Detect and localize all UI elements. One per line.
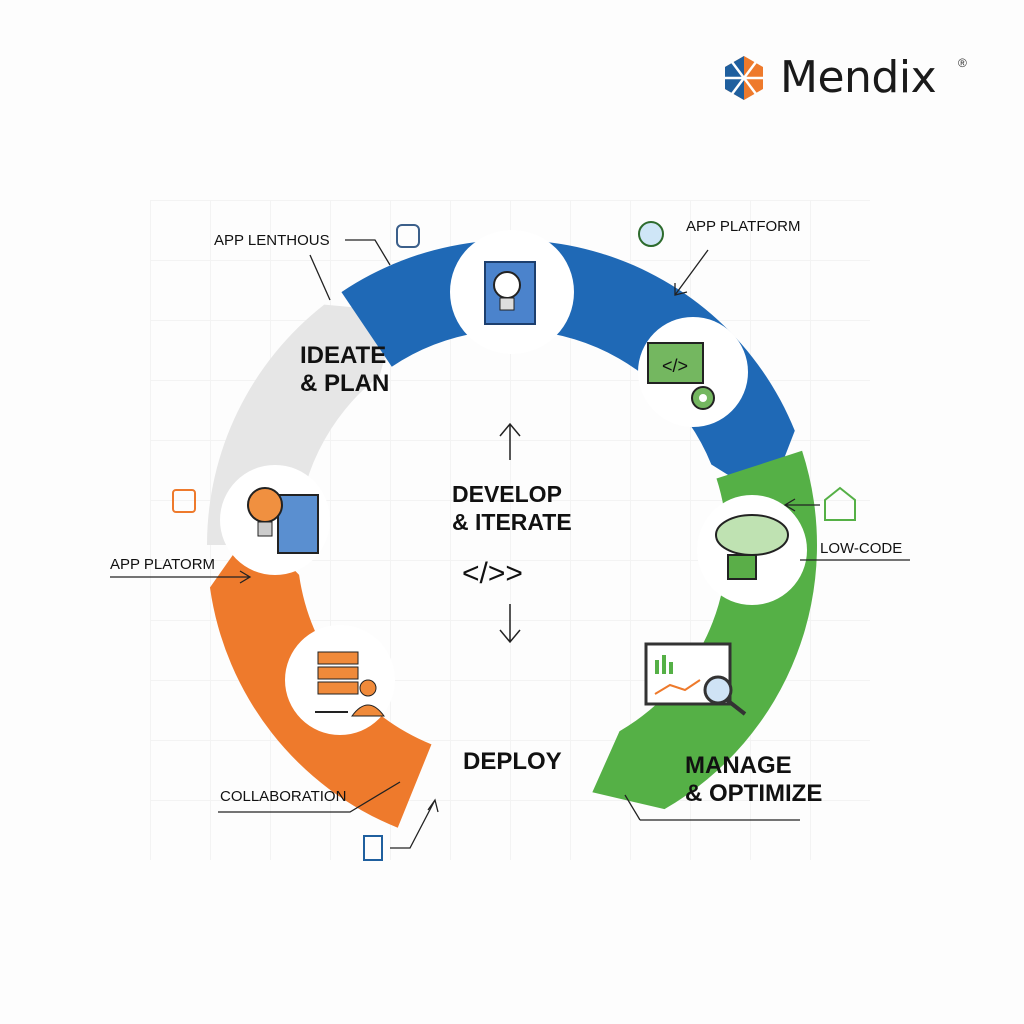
code-symbol: </>> xyxy=(462,557,523,590)
stage-deploy: DEPLOY xyxy=(463,748,562,775)
mendix-logo-icon xyxy=(725,55,763,100)
callout-collaboration: COLLABORATION xyxy=(220,788,347,805)
callout-low-code: LOW-CODE xyxy=(820,540,903,557)
analytics-dashboard-icon xyxy=(644,642,747,716)
callout-app-platform: APP PLATFORM xyxy=(686,218,801,235)
chip-icon xyxy=(172,489,196,513)
lightbulb-blueprint-icon xyxy=(484,261,536,325)
globe-icon xyxy=(638,221,664,247)
callout-app-platorm: APP PLATORM xyxy=(110,556,216,573)
server-collaboration-icon xyxy=(315,651,385,717)
brand-name: Mendix xyxy=(780,52,937,103)
document-icon xyxy=(363,835,383,861)
callout-lines xyxy=(110,239,910,849)
lightbulb-idea-icon xyxy=(247,487,319,554)
stage-develop-iterate: DEVELOP & ITERATE xyxy=(452,481,572,535)
down-arrow-icon xyxy=(499,604,521,644)
stage-manage-optimize: MANAGE & OPTIMIZE xyxy=(685,752,823,807)
cloud-lock-icon xyxy=(715,514,789,580)
stage-ideate-plan: IDEATE & PLAN xyxy=(300,342,390,397)
up-arrow-icon xyxy=(499,422,521,460)
home-icon xyxy=(824,486,856,521)
plus-badge-icon xyxy=(396,224,420,248)
mendix-logo: Mendix xyxy=(720,52,937,103)
code-window-gears-icon: </> xyxy=(647,342,715,410)
collab-icon-circle xyxy=(285,625,395,735)
callout-app-lenthous: APP LENTHOUS xyxy=(214,232,330,249)
registered-mark: ® xyxy=(958,56,967,70)
center-arrows xyxy=(499,422,521,644)
svg-text:</>: </> xyxy=(662,356,688,376)
